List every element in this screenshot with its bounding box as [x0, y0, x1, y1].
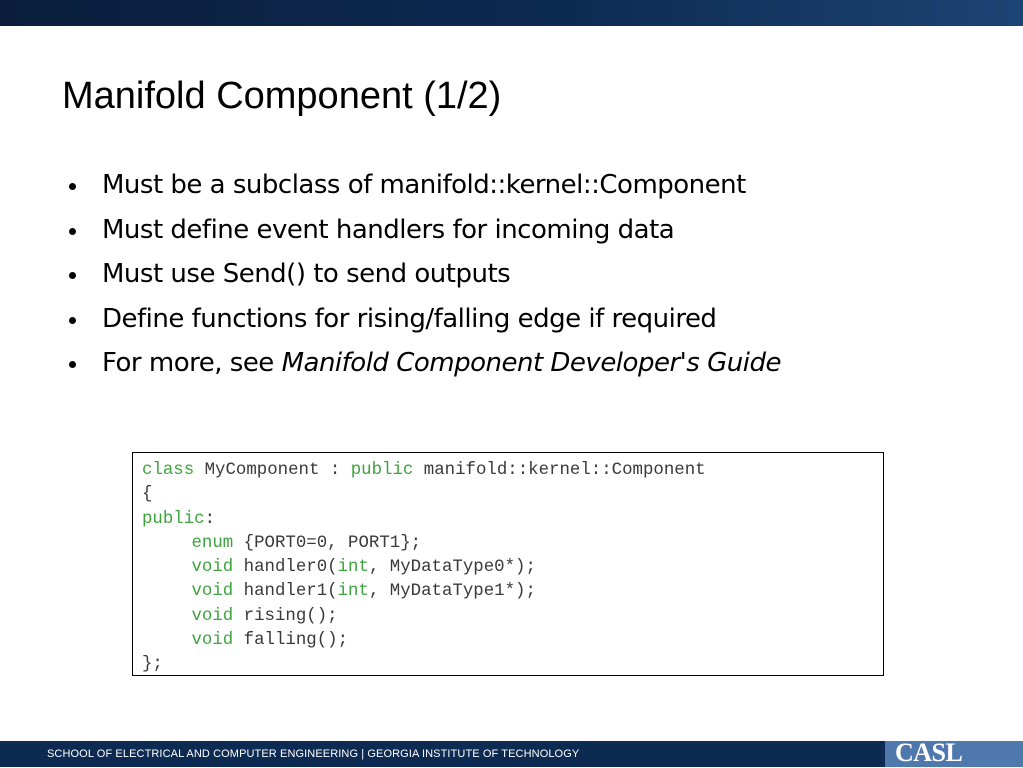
code-line: void rising(); [142, 605, 874, 629]
code-keyword: enum [191, 533, 234, 553]
header-bar [0, 0, 1023, 26]
bullet-item-guide: For more, see Manifold Component Develop… [66, 344, 781, 389]
code-text: , MyDataType0*); [368, 558, 536, 578]
guide-title: Manifold Component Developer's Guide [281, 348, 782, 378]
code-line: void handler0(int, MyDataType0*); [142, 556, 874, 580]
code-line: { [142, 483, 874, 507]
code-text: { [142, 485, 153, 505]
code-text: rising(); [233, 606, 338, 626]
bullet-dot-icon [69, 227, 76, 235]
bullet-item: Must use Send() to send outputs [66, 255, 781, 300]
code-block: class MyComponent : public manifold::ker… [132, 452, 884, 676]
code-text: handler0( [233, 558, 338, 578]
code-keyword: public [350, 461, 414, 480]
code-text: {PORT0=0, PORT1}; [233, 533, 422, 553]
code-line: public: [142, 508, 874, 532]
bullet-dot-icon [69, 183, 76, 190]
bullet-text: For more, see [102, 348, 282, 378]
bullet-item: Define functions for rising/falling edge… [66, 300, 781, 345]
footer-institution-text: SCHOOL OF ELECTRICAL AND COMPUTER ENGINE… [47, 748, 580, 760]
bullet-dot-icon [69, 272, 76, 279]
casl-logo-text: CASL [895, 738, 963, 767]
casl-logo: CASL [885, 738, 1023, 767]
bullet-text: Must use Send() to send outputs [102, 259, 511, 289]
bullet-text: Define functions for rising/falling edge… [102, 303, 717, 334]
code-line: }; [142, 653, 874, 677]
code-keyword: void [191, 631, 234, 651]
bullet-list: Must be a subclass of manifold::kernel::… [66, 166, 781, 389]
bullet-item: Must define event handlers for incoming … [66, 211, 781, 256]
code-line: void falling(); [142, 629, 874, 653]
bullet-text: Must define event handlers for incoming … [102, 214, 675, 245]
code-text: }; [142, 655, 163, 675]
code-keyword: void [191, 582, 234, 602]
code-text: handler1( [233, 582, 338, 602]
code-line: class MyComponent : public manifold::ker… [142, 459, 874, 483]
code-keyword: public [142, 509, 205, 529]
code-text: manifold::kernel::Component [413, 461, 706, 480]
code-keyword: void [191, 558, 234, 578]
code-keyword: int [337, 558, 369, 578]
slide-title: Manifold Component (1/2) [62, 75, 502, 117]
code-text: , MyDataType1*); [368, 582, 536, 602]
footer-bar: SCHOOL OF ELECTRICAL AND COMPUTER ENGINE… [0, 738, 1023, 767]
code-keyword: class [142, 461, 195, 480]
bullet-item: Must be a subclass of manifold::kernel::… [66, 166, 781, 211]
code-line: enum {PORT0=0, PORT1}; [142, 532, 874, 556]
code-text: falling(); [233, 631, 349, 651]
bullet-dot-icon [69, 361, 76, 368]
code-text: MyComponent : [194, 461, 351, 480]
code-keyword: int [337, 582, 369, 602]
bullet-text: Must be a subclass of manifold::kernel::… [102, 170, 746, 200]
code-line: void handler1(int, MyDataType1*); [142, 580, 874, 604]
code-text: : [204, 509, 216, 529]
code-keyword: void [191, 606, 234, 626]
bullet-dot-icon [69, 316, 76, 324]
